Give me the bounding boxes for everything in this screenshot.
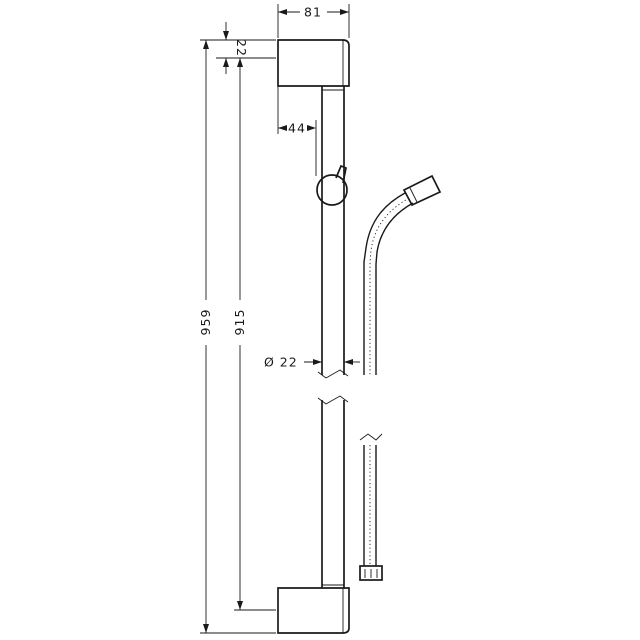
dim-959-label: 959 bbox=[198, 309, 213, 336]
dim-22-label: 22 bbox=[234, 39, 249, 57]
hose-inner-upper bbox=[375, 202, 414, 375]
dimension-slider-offset-44: 44 bbox=[277, 86, 317, 176]
dimension-rail-diameter: Ø 22 bbox=[264, 355, 360, 370]
hose-break-mark bbox=[359, 433, 383, 441]
dim-915-arrow-top bbox=[237, 58, 243, 67]
dim-81-label: 81 bbox=[304, 5, 322, 20]
dimension-overall-959: 959 bbox=[198, 40, 276, 634]
dim-44-label: 44 bbox=[288, 121, 306, 136]
bottom-wall-bracket bbox=[277, 587, 350, 634]
dim-959-arrow-top bbox=[203, 40, 209, 49]
dim-dia-arrow-right bbox=[344, 359, 353, 365]
dim-22-arrow-lower bbox=[223, 58, 229, 67]
dim-915-label: 915 bbox=[232, 309, 247, 336]
hose-texture-upper bbox=[369, 197, 410, 375]
dim-915-arrow-bottom bbox=[237, 601, 243, 610]
hose-fitting-ring bbox=[409, 187, 418, 203]
dim-81-arrow-left bbox=[278, 9, 287, 15]
slider-holder-arm bbox=[335, 164, 347, 184]
dim-959-arrow-bottom bbox=[203, 624, 209, 633]
slider-knob bbox=[316, 174, 348, 206]
hose-outer-upper bbox=[363, 192, 406, 375]
rail-break-mark-upper bbox=[317, 369, 349, 379]
dimension-top-cap-22: 22 bbox=[200, 22, 276, 74]
shower-rail-assembly bbox=[277, 39, 350, 634]
dim-81-arrow-right bbox=[340, 9, 349, 15]
hose-top-fitting bbox=[402, 174, 442, 207]
dim-44-arrow-right bbox=[307, 125, 316, 131]
dim-22-arrow-upper bbox=[223, 31, 229, 40]
top-wall-bracket bbox=[277, 39, 350, 87]
dimension-mount-spacing-915: 915 bbox=[232, 58, 276, 611]
dim-dia-arrow-left bbox=[313, 359, 322, 365]
shower-hose bbox=[359, 174, 442, 581]
dim-dia-label: Ø 22 bbox=[264, 355, 298, 370]
hose-bottom-nut bbox=[359, 565, 383, 581]
rail-break-mark-lower bbox=[317, 395, 349, 405]
dimension-width-81: 81 bbox=[277, 4, 350, 38]
